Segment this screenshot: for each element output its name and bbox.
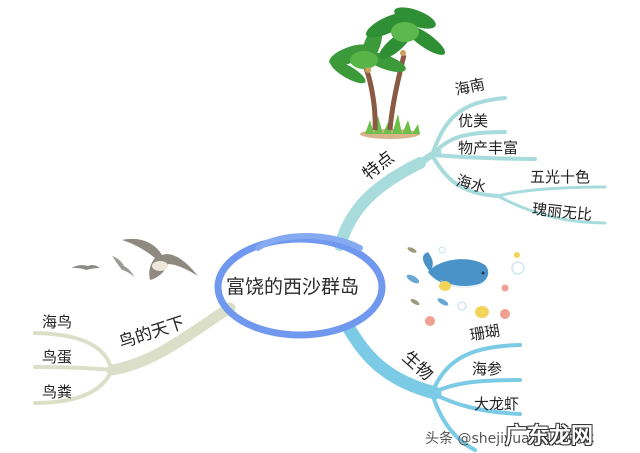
- branch-birds-link-niaodan: [33, 365, 114, 372]
- branch-birds-link-niaofen: [33, 368, 114, 405]
- branch-features-link-wuguang: [496, 185, 607, 198]
- whale-body: [428, 259, 489, 287]
- fish-group: [406, 246, 525, 326]
- branch-features-link-wuchan: [430, 153, 537, 161]
- palm-grass: [365, 114, 420, 134]
- palm-trunk-left: [363, 67, 378, 131]
- whale-eye: [481, 271, 485, 275]
- seagull-medium: [112, 256, 134, 277]
- whale-belly: [440, 280, 488, 289]
- branch-creatures-link-longxia: [430, 391, 522, 416]
- node-wuguang-shise[interactable]: 五光十色: [530, 168, 591, 186]
- whale-illustration: [406, 246, 525, 326]
- branch-features: [334, 96, 607, 251]
- palm-trees-illustration: [329, 7, 446, 139]
- node-wuchan-fengfu[interactable]: 物产丰富: [458, 139, 519, 157]
- branch-features-trunk: [334, 157, 426, 251]
- branch-creatures-link-haishen: [430, 378, 522, 395]
- branch-creatures-link-extra: [430, 391, 477, 452]
- branch-features-link-hainan: [430, 96, 507, 157]
- branch-birds: [33, 302, 236, 405]
- center-topic-label[interactable]: 富饶的西沙群岛: [226, 276, 360, 298]
- seagulls-illustration: [72, 238, 198, 280]
- center-ring: [214, 233, 386, 339]
- seagull-small: [72, 264, 100, 270]
- palm-fronds-right: [365, 7, 446, 59]
- branch-features-link-haishui: [430, 153, 500, 198]
- node-haishen[interactable]: 海参: [472, 360, 503, 378]
- watermark-author: 头条 @shejiyuan视频技术: [425, 431, 595, 447]
- palm-trunk-right: [387, 54, 407, 131]
- branch-features-link-youmei: [430, 130, 507, 157]
- node-hainiao[interactable]: 海鸟: [42, 313, 73, 331]
- branch-creatures-link-shanhu: [430, 343, 522, 395]
- node-dalongxia[interactable]: 大龙虾: [474, 395, 520, 413]
- seagull-large: [122, 238, 198, 280]
- whale-tail: [422, 252, 433, 272]
- branch-features-link-guili: [496, 194, 607, 225]
- branch-creatures: [343, 323, 522, 452]
- node-youmei[interactable]: 优美: [458, 112, 489, 130]
- node-niaofen[interactable]: 鸟粪: [42, 383, 73, 401]
- branch-birds-trunk: [106, 302, 236, 376]
- watermark-site: 广东龙网: [505, 424, 594, 449]
- node-niaodan[interactable]: 鸟蛋: [42, 348, 73, 366]
- branch-creatures-trunk: [343, 323, 442, 400]
- branch-birds-link-hainiao: [33, 331, 114, 372]
